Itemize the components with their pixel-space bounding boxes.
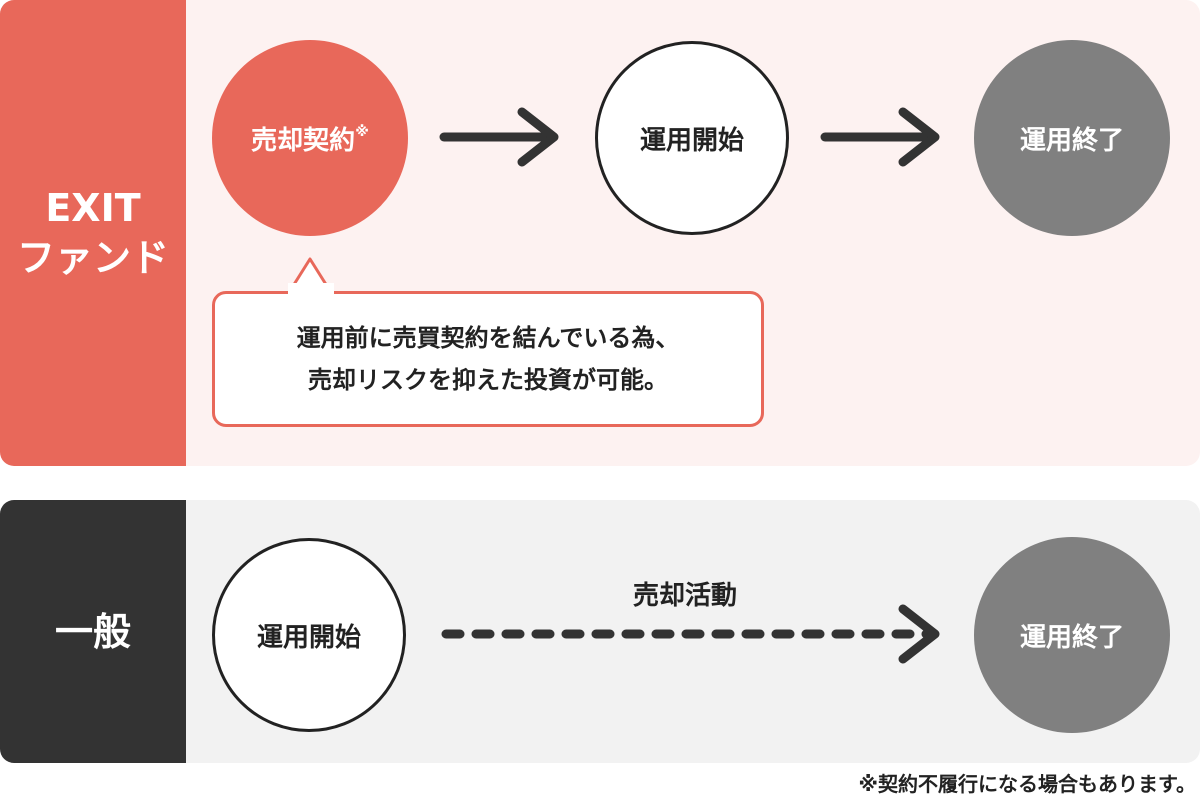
bubble-tail-cover: [288, 283, 334, 295]
general-step-operation-start: 運用開始: [212, 538, 406, 732]
general-label-column: 一般: [0, 500, 186, 763]
exit-fund-note-line2: 売却リスクを抑えた投資が可能。: [308, 366, 668, 394]
exit-step-operation-end: 運用終了: [974, 40, 1170, 236]
exit-fund-note-line1: 運用前に売買契約を結んでいる為、: [296, 324, 680, 352]
exit-step-operation-start-label: 運用開始: [639, 125, 744, 156]
exit-fund-label: EXIT ファンド: [17, 183, 169, 283]
general-step-operation-start-label: 運用開始: [256, 622, 361, 653]
general-label: 一般: [54, 609, 131, 654]
general-step-operation-end: 運用終了: [974, 537, 1170, 733]
general-step-operation-end-label: 運用終了: [1019, 622, 1124, 653]
footnote: ※契約不履行になる場合もあります。: [858, 772, 1196, 796]
exit-fund-note-bubble: 運用前に売買契約を結んでいる為、 売却リスクを抑えた投資が可能。: [212, 291, 764, 427]
exit-fund-label-column: EXIT ファンド: [0, 0, 186, 466]
footnote-mark: ※: [355, 124, 369, 140]
exit-fund-label-line2: ファンド: [16, 236, 169, 280]
exit-fund-label-line1: EXIT: [45, 186, 141, 230]
exit-step-operation-start: 運用開始: [595, 41, 789, 235]
sales-activity-label: 売却活動: [632, 581, 737, 611]
exit-step-sale-contract-label: 売却契約: [251, 125, 356, 156]
exit-step-operation-end-label: 運用終了: [1019, 125, 1124, 156]
exit-step-sale-contract: 売却契約※: [212, 40, 408, 236]
